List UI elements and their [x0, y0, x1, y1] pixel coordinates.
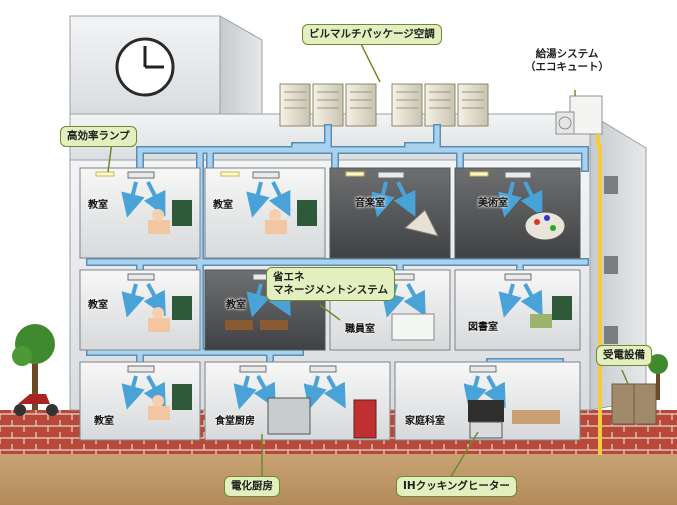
ih-heater-icon — [468, 400, 504, 439]
room-music — [329, 167, 451, 259]
ground-soil — [0, 452, 677, 505]
tree-icon — [12, 324, 55, 410]
side-window — [604, 256, 618, 274]
side-window — [604, 326, 618, 344]
electric-kitchen-photo — [267, 397, 311, 435]
room-label: 教室 — [213, 200, 233, 211]
room-label: 教室 — [88, 300, 108, 311]
power-cabinet-icon — [611, 383, 657, 425]
power-line — [596, 134, 602, 455]
power-receiving-label: 受電設備 — [596, 345, 652, 366]
water-heater-label-line2: （エコキュート） — [525, 61, 609, 73]
room-label: 教室 — [226, 300, 246, 311]
water-heater-label-line1: 給湯システム — [535, 48, 599, 60]
outdoor-unit-icon — [279, 83, 489, 127]
high-efficiency-lamp — [95, 171, 489, 177]
vending-machine — [353, 399, 377, 439]
clock-icon — [115, 37, 175, 97]
lamp-label: 高効率ランプ — [60, 126, 137, 147]
room-art — [454, 167, 581, 259]
airflow-arrow-icon — [121, 181, 543, 410]
callout-pointers — [107, 41, 629, 479]
water-heater-icon — [555, 95, 603, 135]
room-label: 職員室 — [345, 324, 375, 335]
side-window — [604, 176, 618, 194]
room-label: 美術室 — [478, 198, 508, 209]
ems-label-line2: マネージメントシステム — [273, 284, 388, 296]
room-label: 食堂厨房 — [215, 416, 255, 427]
blackboard — [172, 200, 572, 410]
home-ec-table — [512, 410, 560, 424]
tower-side — [219, 15, 263, 119]
room-label: 教室 — [94, 416, 114, 427]
room-label: 図書室 — [468, 322, 498, 333]
ih-heater-label: IHクッキングヒーター — [396, 476, 517, 497]
electric-kitchen-label: 電化厨房 — [224, 476, 280, 497]
ceiling-ac-icon — [127, 171, 532, 373]
water-heater-label: 給湯システム （エコキュート） — [525, 48, 609, 74]
room-contents — [148, 209, 566, 420]
ems-label: 省エネ マネージメントシステム — [266, 267, 395, 301]
ems-label-line1: 省エネ — [273, 271, 305, 283]
aircon-label: ビルマルチパッケージ空調 — [302, 24, 442, 45]
room-label: 教室 — [88, 200, 108, 211]
room-label: 音楽室 — [355, 198, 385, 209]
room-label: 家庭科室 — [405, 416, 445, 427]
scooter-icon — [14, 394, 58, 416]
tree-icon — [648, 354, 668, 400]
